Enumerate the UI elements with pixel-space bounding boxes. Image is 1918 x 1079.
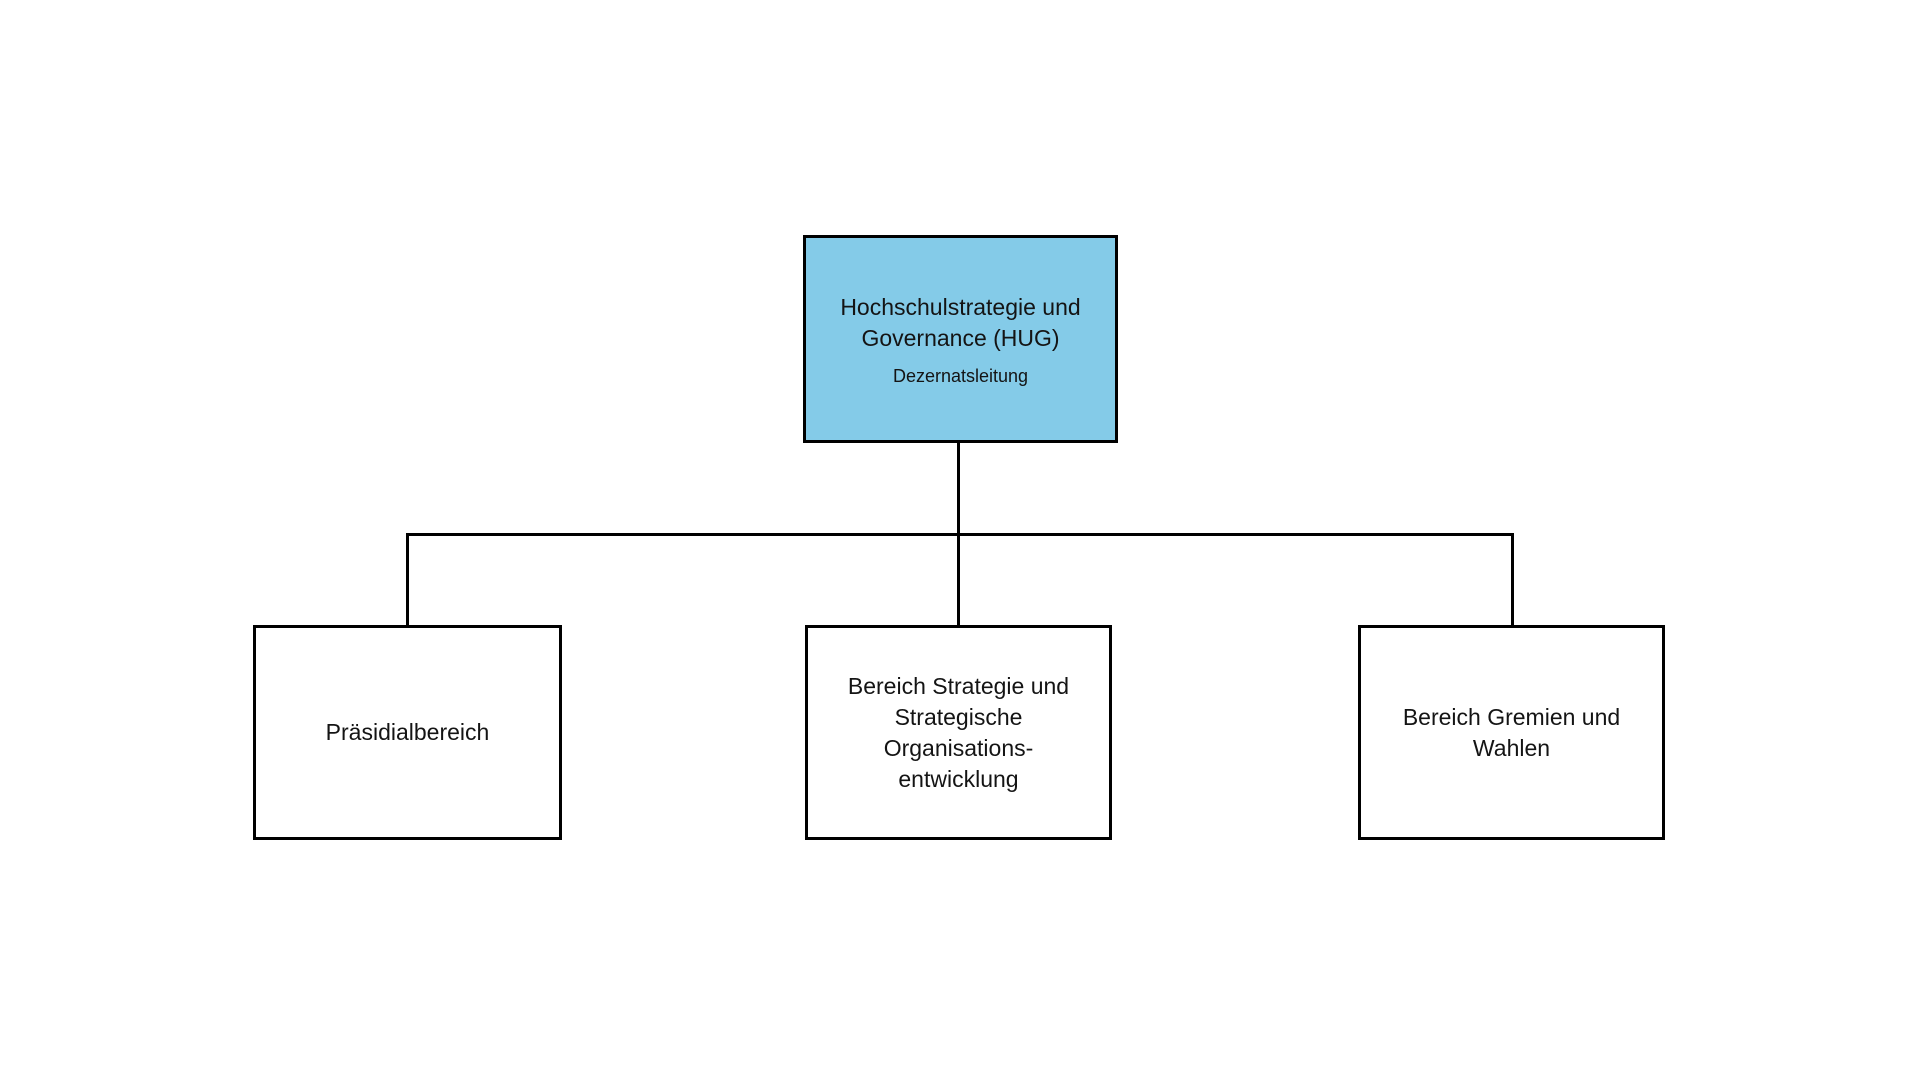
org-node-title-line: Organisations- bbox=[883, 734, 1034, 761]
org-node-strategie-title: Bereich Strategie und Strategische Organ… bbox=[848, 671, 1069, 795]
org-node-root-hug: Hochschulstrategie und Governance (HUG) … bbox=[803, 235, 1118, 443]
connector-horizontal-bus bbox=[406, 533, 1514, 536]
org-node-gremien-wahlen: Bereich Gremien und Wahlen bbox=[1358, 625, 1665, 840]
org-node-title-line: Strategische bbox=[894, 703, 1023, 730]
org-node-title-line: Bereich Gremien und bbox=[1402, 703, 1621, 730]
org-node-root-title-line: Governance (HUG) bbox=[861, 324, 1060, 351]
connector-left-drop bbox=[406, 533, 409, 625]
org-node-root-subtitle: Dezernatsleitung bbox=[892, 365, 1029, 386]
org-node-strategie-organisationsentwicklung: Bereich Strategie und Strategische Organ… bbox=[805, 625, 1112, 840]
org-node-title-line: Präsidialbereich bbox=[325, 719, 490, 745]
org-node-title-line: entwicklung bbox=[898, 765, 1019, 792]
org-node-root-title-line: Hochschulstrategie und bbox=[840, 293, 1081, 320]
org-node-praesidialbereich-title: Präsidialbereich bbox=[326, 717, 490, 748]
org-node-title-line: Wahlen bbox=[1472, 734, 1551, 761]
org-node-root-title: Hochschulstrategie und Governance (HUG) bbox=[840, 292, 1080, 354]
org-node-gremien-title: Bereich Gremien und Wahlen bbox=[1403, 702, 1620, 764]
org-node-title-line: Bereich Strategie und bbox=[847, 672, 1070, 699]
connector-right-drop bbox=[1511, 533, 1514, 625]
org-node-praesidialbereich: Präsidialbereich bbox=[253, 625, 562, 840]
